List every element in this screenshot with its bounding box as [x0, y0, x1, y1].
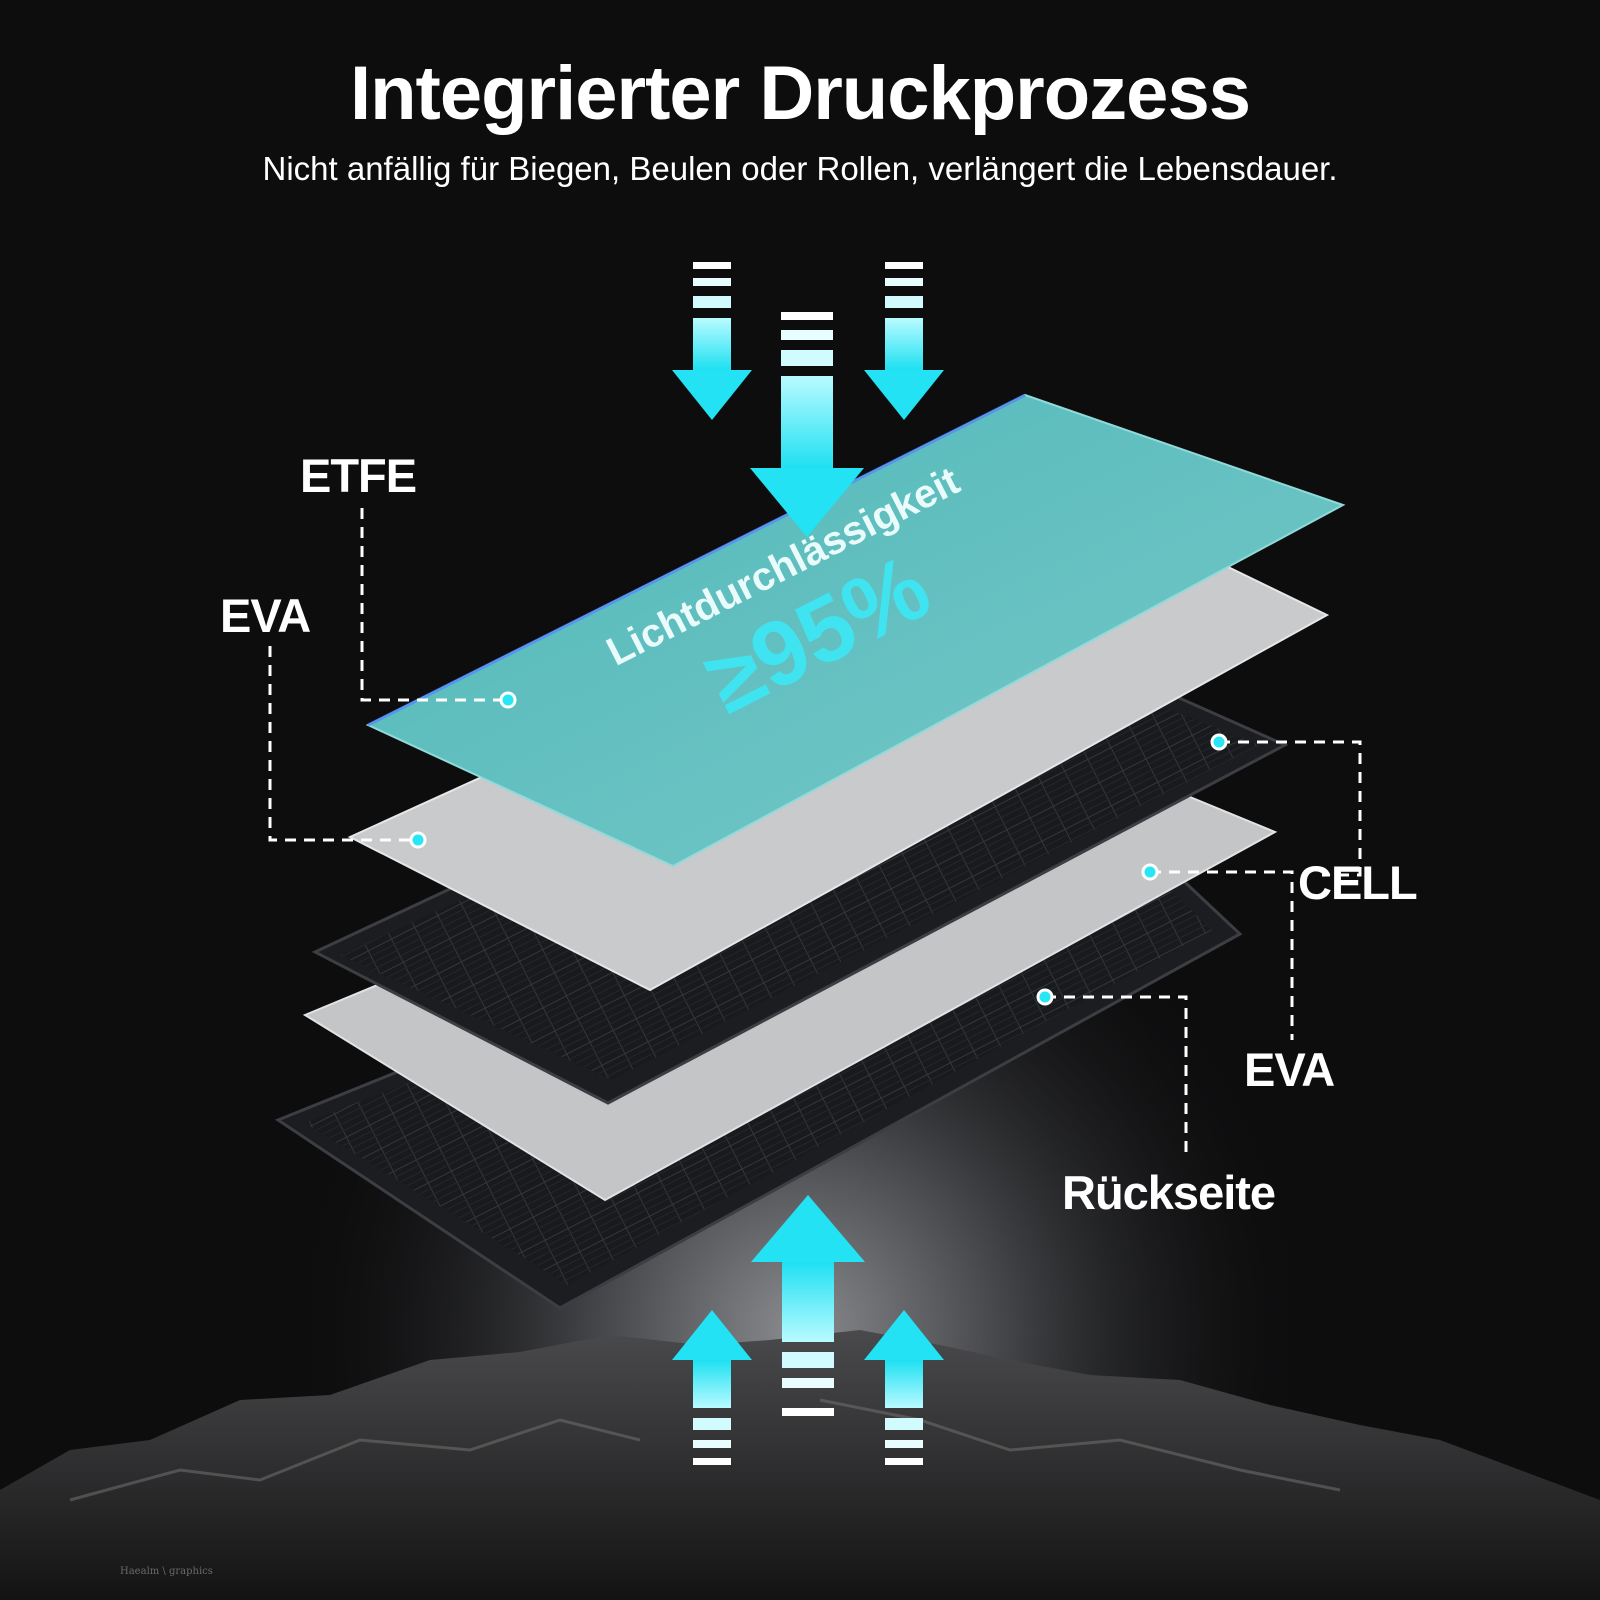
rock: [0, 1330, 1600, 1600]
pressure-arrow-down-icon: [672, 262, 752, 420]
pressure-arrow-up-icon: [751, 1195, 865, 1416]
connector-dot-icon: [1141, 863, 1159, 881]
watermark: Haealm \ graphics: [120, 1566, 213, 1577]
page-subtitle: Nicht anfällig für Biegen, Beulen oder R…: [262, 150, 1338, 187]
pressure-arrow-down-icon: [864, 262, 944, 420]
rock-texture: [69, 1398, 1341, 1502]
pressure-arrow-up-icon: [672, 1310, 752, 1465]
leader-lines: [268, 508, 1362, 1160]
connector-dot-icon: [1210, 733, 1228, 751]
label-eva-top: EVA: [220, 589, 311, 642]
pressure-arrow-up-icon: [864, 1310, 944, 1465]
connector-dots: [409, 691, 1228, 1006]
label-eva-bottom: EVA: [1244, 1043, 1335, 1096]
label-backside: Rückseite: [1062, 1166, 1276, 1219]
label-etfe: ETFE: [300, 449, 417, 502]
page-title: Integrierter Druckprozess: [350, 51, 1251, 136]
connector-dot-icon: [409, 831, 427, 849]
connector-dot-icon: [499, 691, 517, 709]
label-cell: CELL: [1298, 856, 1418, 909]
connector-dot-icon: [1036, 988, 1054, 1006]
pressure-arrow-down-icon: [750, 312, 864, 537]
